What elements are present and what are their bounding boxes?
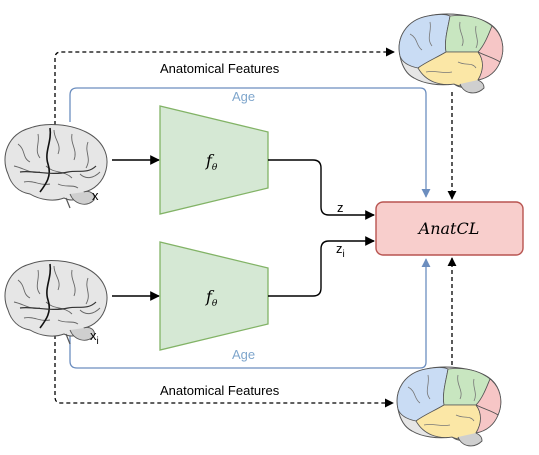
brain-icon [4,124,108,209]
encoder-bottom-label: fθ [205,287,218,309]
anatomical-features-arrow-bottom [54,335,394,408]
input-xi-label: xi [90,328,99,347]
embedding-zi-label: zi [336,241,345,260]
encoder-bottom: fθ [159,241,269,351]
input-x-label: x [92,188,99,203]
age-line-top [69,87,431,198]
encoder-top: fθ [159,105,269,215]
encoder-bottom-output-arrow [268,236,375,297]
anatomical-features-label-bottom: Anatomical Features [160,383,280,398]
anatomical-features-arrow-top [54,47,395,125]
brain-icon [4,260,108,345]
parcellated-brain-icon [396,366,502,447]
encoder-top-output-arrow [268,159,375,220]
embedding-z-label: z [337,200,344,215]
anatomical-features-label-top: Anatomical Features [160,61,280,76]
age-label-bottom: Age [232,347,255,362]
anatcl-loss-label: AnatCL [417,219,480,238]
parcellated-brain-icon [398,13,504,94]
age-line-bottom [69,258,431,369]
anatcl-loss-box: AnatCL [375,201,524,256]
age-label-top: Age [232,89,255,104]
encoder-top-label: fθ [205,151,218,173]
